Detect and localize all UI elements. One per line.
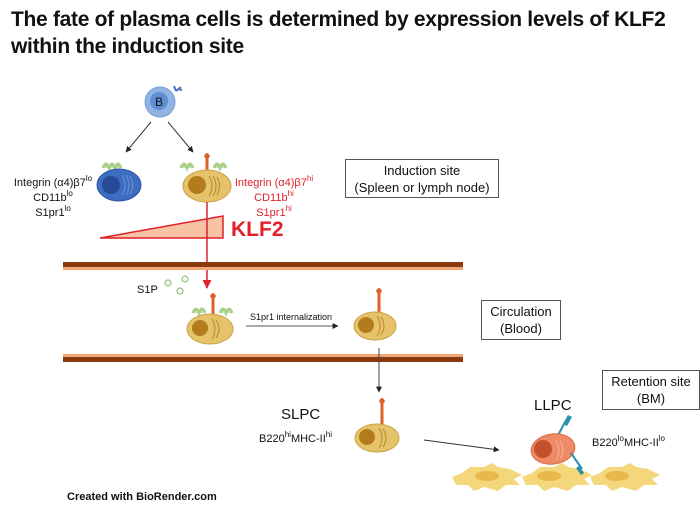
slpc-cell [354, 398, 400, 453]
marker-cd11b-hi: CD11bhi [254, 189, 294, 205]
circulation-title: Circulation [490, 304, 552, 319]
marker-integrin-hi: Integrin (α4)β7hi [234, 174, 314, 190]
b-cell-label: B [155, 95, 163, 109]
s1p-molecules-icon [164, 275, 189, 295]
llpc-cell [530, 415, 584, 475]
marker-cd11b-lo: CD11blo [33, 189, 73, 205]
marker-s1pr1-lo: S1pr1lo [35, 204, 71, 220]
s1p-label: S1P [137, 284, 158, 296]
induction-site-subtitle: (Spleen or lymph node) [354, 179, 490, 195]
retention-site-box: Retention site (BM) [602, 370, 700, 410]
klf2-label: KLF2 [231, 218, 284, 241]
induction-site-box: Induction site (Spleen or lymph node) [345, 159, 499, 198]
integrin-icon [101, 162, 123, 173]
plasma-cell-hi [179, 153, 232, 203]
slpc-markers: B220hiMHC-IIhi [259, 430, 332, 446]
hi-cell-markers: Integrin (α4)β7hi CD11bhi S1pr1hi [232, 174, 316, 221]
retention-site-subtitle: (BM) [636, 391, 666, 406]
lo-cell-markers: Integrin (α4)β7lo CD11blo S1pr1lo [13, 174, 93, 221]
integrin-cxcr4-icon [563, 415, 572, 426]
llpc-label: LLPC [534, 397, 572, 414]
integrin-icon [212, 162, 228, 173]
slpc-label: SLPC [281, 406, 321, 423]
arrow-slpc-to-llpc [423, 439, 500, 453]
integrin-icon [179, 162, 195, 173]
circulating-plasma-cell [186, 293, 234, 345]
induction-site-title: Induction site [383, 162, 461, 178]
stromal-cells [452, 463, 660, 491]
retention-site-title: Retention site [611, 374, 691, 389]
marker-s1pr1-hi: S1pr1hi [256, 204, 292, 220]
page-title: The fate of plasma cells is determined b… [11, 8, 666, 58]
footer-credit: Created with BioRender.com [67, 491, 217, 503]
vessel-wall-bottom [63, 354, 463, 357]
vessel-wall-top [63, 262, 463, 267]
llpc-markers: B220loMHC-IIlo [592, 434, 665, 450]
circulation-subtitle: (Blood) [500, 321, 542, 336]
b-cell [144, 85, 183, 118]
internalization-label: S1pr1 internalization [250, 312, 333, 322]
plasma-cell-lo [96, 162, 142, 202]
bcr-antibody-icon [173, 85, 183, 92]
klf2-gradient-wedge [99, 215, 224, 239]
circulation-box: Circulation (Blood) [481, 300, 561, 340]
marker-integrin-lo: Integrin (α4)β7lo [13, 174, 93, 190]
internalized-plasma-cell [353, 288, 397, 341]
arrow-b-to-hi-cell [167, 121, 194, 153]
arrow-b-to-lo-cell [125, 121, 152, 153]
